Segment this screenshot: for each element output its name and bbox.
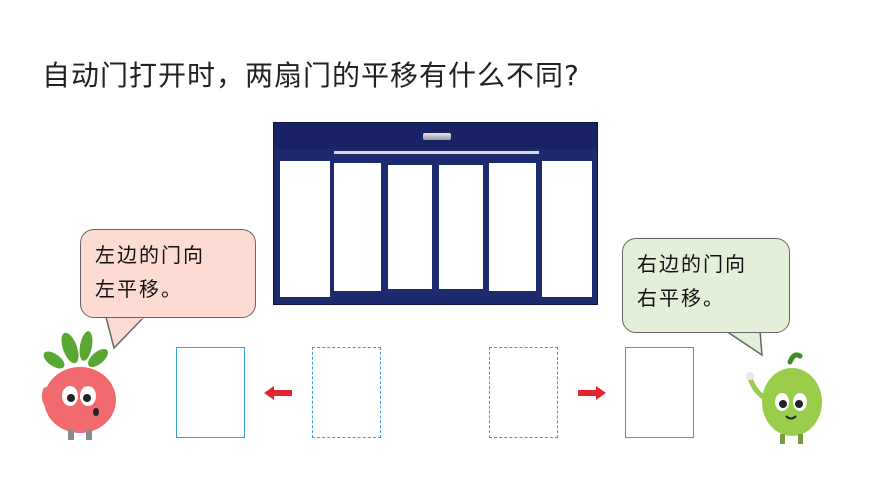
right-bubble-line1: 右边的门向	[637, 252, 747, 276]
right-door-start-box	[489, 347, 558, 438]
left-bubble-line1: 左边的门向	[95, 243, 205, 267]
left-door-start-box	[312, 347, 381, 438]
radish-character-icon	[41, 331, 116, 440]
door-panel	[388, 165, 432, 289]
door-panel	[280, 161, 330, 297]
left-speech-bubble: 左边的门向 左平移。	[80, 229, 256, 318]
right-bubble-line2: 右平移。	[637, 286, 725, 310]
left-bubble-line2: 左平移。	[95, 277, 183, 301]
arrow-left-icon	[264, 386, 292, 400]
right-door-final-box	[625, 347, 694, 438]
arrow-right-icon	[578, 386, 606, 400]
door-sensor	[423, 133, 451, 140]
door-rail	[334, 151, 539, 154]
door-panel	[489, 163, 536, 291]
automatic-door-illustration	[273, 122, 598, 305]
right-speech-bubble: 右边的门向 右平移。	[622, 238, 790, 333]
pepper-character-icon	[746, 352, 822, 444]
door-panel	[542, 161, 592, 297]
left-door-final-box	[176, 347, 245, 438]
question-title: 自动门打开时，两扇门的平移有什么不同?	[42, 59, 580, 92]
door-panel	[334, 163, 381, 291]
door-panel	[439, 165, 483, 289]
